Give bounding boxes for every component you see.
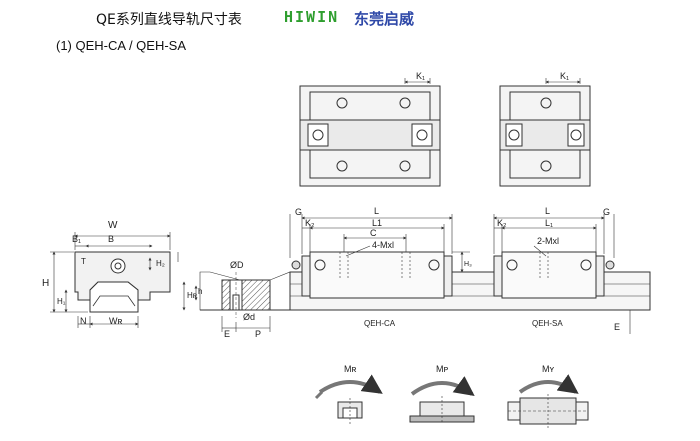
label-moment-my: Mʏ [542, 364, 554, 374]
label-k1-top-sa: K₁ [560, 71, 569, 81]
label-moment-mp: Mᴘ [436, 364, 448, 374]
label-g-right: G [603, 207, 610, 217]
label-h3: H₃ [464, 261, 472, 268]
label-e-left: E [224, 329, 230, 339]
front-view [50, 232, 179, 328]
label-phi-d-small: Ød [243, 312, 255, 322]
label-k1-top-ca: K₁ [416, 71, 425, 81]
page-title: QE系列直线导轨尺寸表 [96, 12, 242, 28]
block-label-ca: QEH-CA [364, 319, 396, 328]
label-b: B [108, 234, 114, 244]
rail-section [182, 271, 291, 332]
label-l1-sa: L₁ [545, 218, 553, 228]
label-n: N [80, 316, 87, 326]
label-e-right: E [614, 322, 620, 332]
moment-mr-icon [314, 374, 383, 424]
top-view-ca [299, 78, 441, 187]
side-view [289, 214, 651, 334]
moment-mp-icon [409, 376, 475, 424]
label-k2-ca: K₂ [305, 218, 315, 228]
label-l-ca: L [374, 206, 379, 216]
label-l-sa: L [545, 206, 550, 216]
block-label-sa: QEH-SA [532, 319, 563, 328]
label-g-left: G [295, 207, 302, 217]
label-wr: Wʀ [109, 316, 122, 326]
label-l1-ca: L1 [372, 218, 382, 228]
label-phi-d-big: ØD [230, 260, 244, 270]
header: QE系列直线导轨尺寸表 HIWIN 东莞启威 [0, 6, 700, 30]
label-hr: Hʀ [187, 291, 198, 300]
label-t: T [81, 257, 86, 266]
label-4mxl: 4-Mxl [372, 240, 394, 250]
dealer-name: 东莞启威 [354, 10, 415, 28]
label-c: C [370, 228, 377, 238]
label-moment-mr: Mʀ [344, 364, 356, 374]
section-subtitle: (1) QEH-CA / QEH-SA [56, 38, 187, 53]
brand-name: HIWIN [284, 8, 340, 26]
label-k2-sa: K₂ [497, 218, 507, 228]
label-2mxl: 2-Mxl [537, 236, 559, 246]
label-h2: H₂ [156, 259, 165, 268]
label-h-small: h [198, 287, 202, 296]
label-b1: B₁ [72, 234, 81, 244]
label-h: H [42, 278, 49, 289]
label-h1: H₁ [57, 297, 66, 306]
label-w: W [108, 220, 118, 231]
top-view-sa [499, 78, 591, 187]
moment-my-icon [507, 374, 589, 428]
label-p: P [255, 329, 261, 339]
